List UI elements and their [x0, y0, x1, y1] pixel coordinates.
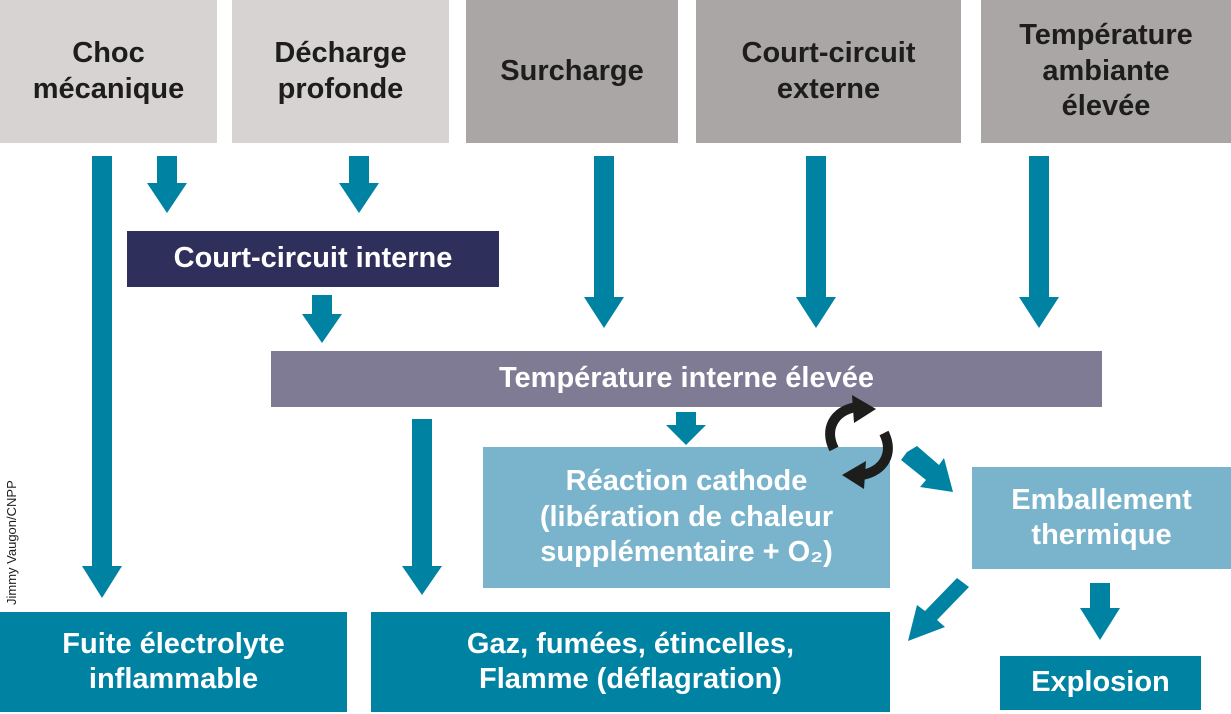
outcome-explosion: Explosion [1000, 656, 1201, 710]
arrow-temperature-to-gaz [402, 419, 442, 595]
emballement-label: Emballement thermique [1011, 483, 1192, 551]
arrow-emballement-to-explosion [1080, 583, 1120, 640]
cause-temperature-ambiante: Température ambiante élevée [981, 0, 1231, 143]
arrow-choc-to-fuite [82, 156, 122, 598]
cause-choc-label: Choc mécanique [32, 37, 185, 105]
outcome-fuite-electrolyte: Fuite électrolyte inflammable [0, 612, 347, 712]
cause-decharge-profonde: Décharge profonde [232, 0, 449, 143]
cause-surcharge-label: Surcharge [500, 54, 644, 87]
image-credit: Jimmy Vaugon/CNPP [4, 480, 19, 605]
court-circuit-interne-label: Court-circuit interne [173, 242, 453, 275]
arrow-choc-to-court-circuit-interne [147, 156, 187, 213]
arrow-court-circuit-interne-to-temperature [302, 295, 342, 343]
arrow-temperature-to-reaction-cathode [666, 412, 706, 445]
outcome-fuite-label: Fuite électrolyte inflammable [62, 627, 285, 695]
temperature-interne-box: Température interne élevée [271, 351, 1102, 407]
arrow-temperature-ambiante-to-temperature [1019, 156, 1059, 328]
court-circuit-interne-box: Court-circuit interne [127, 231, 499, 287]
cause-decharge-label: Décharge profonde [274, 37, 407, 105]
reaction-cathode-label: Réaction cathode (libération de chaleur … [539, 465, 834, 569]
arrow-emballement-to-gaz [908, 578, 969, 641]
reaction-cathode-box: Réaction cathode (libération de chaleur … [483, 447, 890, 588]
cause-temperature-ambiante-label: Température ambiante élevée [1019, 19, 1193, 123]
cause-choc-mecanique: Choc mécanique [0, 0, 217, 143]
arrow-surcharge-to-temperature [584, 156, 624, 328]
arrow-decharge-to-court-circuit-interne [339, 156, 379, 213]
cause-court-circuit-externe-label: Court-circuit externe [741, 37, 916, 105]
feedback-cycle-icon [825, 395, 893, 489]
emballement-thermique-box: Emballement thermique [972, 467, 1231, 569]
cause-court-circuit-externe: Court-circuit externe [696, 0, 961, 143]
outcome-explosion-label: Explosion [1031, 666, 1170, 699]
outcome-gaz-label: Gaz, fumées, étincelles, Flamme (déflagr… [466, 627, 795, 695]
arrow-reaction-to-emballement [901, 446, 953, 492]
temperature-interne-label: Température interne élevée [498, 362, 875, 395]
cause-surcharge: Surcharge [466, 0, 678, 143]
outcome-gaz-fumees: Gaz, fumées, étincelles, Flamme (déflagr… [371, 612, 890, 712]
arrow-court-circuit-externe-to-temperature [796, 156, 836, 328]
